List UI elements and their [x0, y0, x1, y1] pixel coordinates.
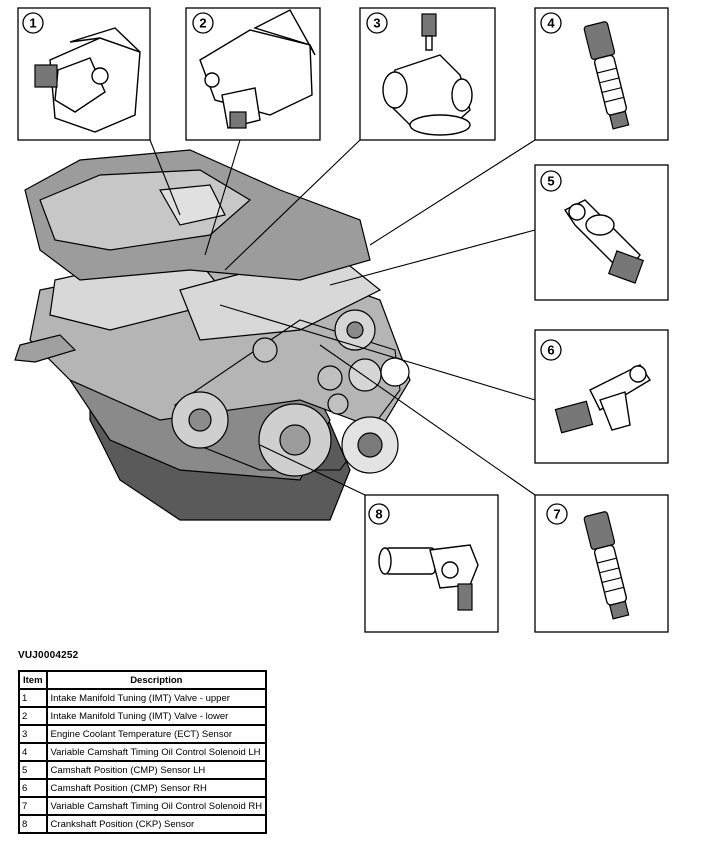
- vct-solenoid-lh-part: [583, 21, 630, 130]
- legend-item-number: 2: [19, 707, 47, 725]
- legend-item-description: Camshaft Position (CMP) Sensor LH: [46, 761, 267, 779]
- cmp-sensor-rh-part: [554, 364, 651, 434]
- legend-item-number: 6: [19, 779, 47, 797]
- leader-lines: [149, 139, 536, 496]
- callout-5-number: 5: [547, 174, 554, 189]
- imt-valve-lower-part: [199, 9, 316, 129]
- legend-row: 7 Variable Camshaft Timing Oil Control S…: [19, 797, 267, 815]
- legend-row: 1 Intake Manifold Tuning (IMT) Valve - u…: [19, 689, 267, 707]
- callout-7-number: 7: [553, 507, 560, 522]
- legend-table: Item Description 1 Intake Manifold Tunin…: [18, 670, 268, 834]
- callout-4-number: 4: [547, 16, 555, 31]
- callout-8-number: 8: [375, 507, 382, 522]
- callout-6-number: 6: [547, 343, 554, 358]
- legend-item-number: 5: [19, 761, 47, 779]
- callout-4: 4: [534, 7, 669, 141]
- ckp-sensor-part: [378, 544, 479, 611]
- legend-row: 8 Crankshaft Position (CKP) Sensor: [19, 815, 267, 833]
- legend-header-row: Item Description: [19, 671, 267, 689]
- callout-1-number: 1: [29, 16, 36, 31]
- legend-item-number: 4: [19, 743, 47, 761]
- legend-header-item: Item: [19, 671, 47, 689]
- imt-valve-upper-part: [34, 27, 141, 133]
- legend-item-description: Crankshaft Position (CKP) Sensor: [46, 815, 267, 833]
- callout-3: 3: [359, 7, 496, 141]
- callout-8: 8: [364, 494, 499, 633]
- legend-item-description: Intake Manifold Tuning (IMT) Valve - low…: [46, 707, 267, 725]
- callout-3-number: 3: [373, 16, 380, 31]
- legend-item-number: 8: [19, 815, 47, 833]
- legend-item-description: Engine Coolant Temperature (ECT) Sensor: [46, 725, 267, 743]
- legend-row: 6 Camshaft Position (CMP) Sensor RH: [19, 779, 267, 797]
- legend-row: 5 Camshaft Position (CMP) Sensor LH: [19, 761, 267, 779]
- callout-7: 7: [534, 494, 669, 633]
- legend-item-description: Variable Camshaft Timing Oil Control Sol…: [46, 797, 267, 815]
- legend-item-description: Intake Manifold Tuning (IMT) Valve - upp…: [46, 689, 267, 707]
- legend-item-number: 1: [19, 689, 47, 707]
- callout-2: 2: [185, 7, 321, 141]
- legend-item-number: 3: [19, 725, 47, 743]
- legend-row: 3 Engine Coolant Temperature (ECT) Senso…: [19, 725, 267, 743]
- engine-diagram: 1 2 3: [14, 7, 669, 633]
- vct-solenoid-rh-part: [583, 511, 630, 620]
- engine-illustration: [14, 149, 411, 521]
- legend-item-description: Variable Camshaft Timing Oil Control Sol…: [46, 743, 267, 761]
- legend-item-description: Camshaft Position (CMP) Sensor RH: [46, 779, 267, 797]
- ect-sensor-part: [382, 13, 473, 136]
- legend-item-number: 7: [19, 797, 47, 815]
- figure-code: VUJ0004252: [18, 650, 79, 661]
- legend-header-description: Description: [46, 671, 267, 689]
- callout-5: 5: [534, 164, 669, 301]
- legend-row: 4 Variable Camshaft Timing Oil Control S…: [19, 743, 267, 761]
- callout-6: 6: [534, 329, 669, 464]
- callout-1: 1: [17, 7, 151, 141]
- legend-row: 2 Intake Manifold Tuning (IMT) Valve - l…: [19, 707, 267, 725]
- callout-2-number: 2: [199, 16, 206, 31]
- cmp-sensor-lh-part: [563, 199, 645, 284]
